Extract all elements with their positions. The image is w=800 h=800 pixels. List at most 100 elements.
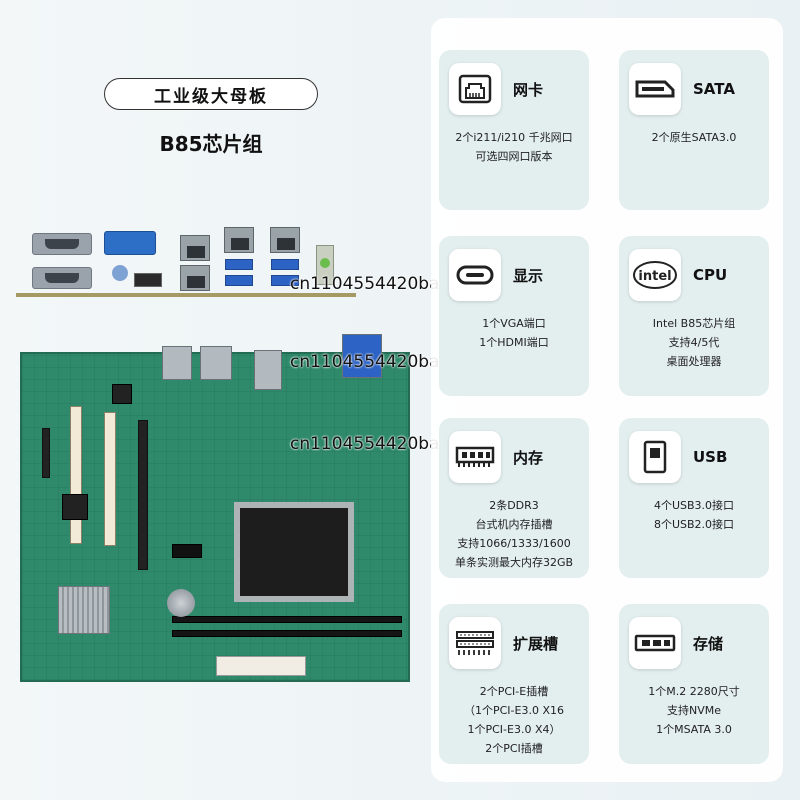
card-header: USB — [629, 430, 727, 484]
card-title: SATA — [693, 80, 735, 98]
motherboard — [20, 334, 410, 682]
atx-power-connector — [216, 656, 306, 676]
expansion-slot-icon — [449, 617, 501, 669]
card-line: 支持NVMe — [666, 704, 721, 717]
lan-port-2 — [180, 265, 210, 291]
card-line: （1个PCI-E3.0 X16 — [464, 704, 564, 717]
vga-port — [104, 231, 156, 255]
watermark-2: cn1104554420banae — [290, 352, 472, 372]
card-line: 2个i211/i210 千兆网口 — [455, 131, 573, 144]
lan-port-3 — [224, 227, 254, 253]
card-header: 网卡 — [449, 62, 543, 116]
card-title: CPU — [693, 266, 728, 284]
audio-jack — [316, 245, 334, 285]
card-line: 1个PCI-E3.0 X4） — [467, 723, 561, 736]
card-line: 1个VGA端口 — [482, 317, 546, 330]
dimm-slot-2 — [172, 630, 402, 637]
lan-port-4 — [270, 227, 300, 253]
rear-io-block-2 — [200, 346, 232, 380]
card-title: 扩展槽 — [513, 634, 559, 653]
hdmi-port — [134, 273, 162, 287]
card-title: 内存 — [513, 448, 544, 467]
pcie-x1-slot — [42, 428, 50, 478]
card-line: 2个PCI-E插槽 — [479, 685, 549, 698]
cpu-socket — [234, 502, 354, 602]
usb3-port-4 — [271, 275, 299, 286]
card-title: 存储 — [693, 634, 724, 653]
feature-card-display: 显示 1个VGA端口 1个HDMI端口 — [439, 236, 589, 396]
pci-slot-1 — [70, 406, 82, 544]
serial-port-bottom — [32, 267, 92, 289]
pcie-x16-slot — [138, 420, 148, 570]
feature-card-network: 网卡 2个i211/i210 千兆网口 可选四网口版本 — [439, 50, 589, 210]
card-header: SATA — [629, 62, 735, 116]
rear-io-block-3 — [254, 350, 282, 390]
card-header: intel CPU — [629, 248, 727, 302]
cmos-battery — [167, 589, 195, 617]
io-plate — [16, 293, 356, 297]
rear-io-block-4 — [342, 334, 382, 378]
card-description: 2个i211/i210 千兆网口 可选四网口版本 — [443, 128, 585, 166]
lan-port-1 — [180, 235, 210, 261]
card-line: 2条DDR3 — [489, 499, 539, 512]
feature-card-expansion: 扩展槽 2个PCI-E插槽 （1个PCI-E3.0 X16 1个PCI-E3.0… — [439, 604, 589, 764]
io-chip — [112, 384, 132, 404]
card-line: 8个USB2.0接口 — [653, 518, 735, 531]
card-line: 1个MSATA 3.0 — [656, 723, 732, 736]
card-line: 支持4/5代 — [668, 336, 720, 349]
watermark-3: cn1104554420banae — [290, 434, 472, 454]
feature-panel: 网卡 2个i211/i210 千兆网口 可选四网口版本 SATA 2个原生SAT… — [431, 18, 783, 782]
serial-port-top — [32, 233, 92, 255]
card-line: Intel B85芯片组 — [652, 317, 736, 330]
card-description: 2个PCI-E插槽 （1个PCI-E3.0 X16 1个PCI-E3.0 X4）… — [443, 682, 585, 758]
feature-card-memory: 内存 2条DDR3 台式机内存插槽 支持1066/1333/1600 单条实测最… — [439, 418, 589, 578]
pci-slot-2 — [104, 412, 116, 546]
card-header: 存储 — [629, 616, 723, 670]
usb3-port-3 — [271, 259, 299, 270]
card-header: 内存 — [449, 430, 543, 484]
intel-logo-text: intel — [638, 269, 671, 284]
card-line: 单条实测最大内存32GB — [454, 556, 574, 569]
dimm-slot-1 — [172, 616, 402, 623]
card-line: 2个原生SATA3.0 — [651, 131, 737, 144]
feature-card-sata: SATA 2个原生SATA3.0 — [619, 50, 769, 210]
card-line: 1个HDMI端口 — [479, 336, 549, 349]
card-description: Intel B85芯片组 支持4/5代 桌面处理器 — [623, 314, 765, 371]
chipset-label: B85芯片组 — [159, 132, 263, 156]
usb3-port-1 — [225, 259, 253, 270]
card-header: 扩展槽 — [449, 616, 558, 670]
card-line: 1个M.2 2280尺寸 — [648, 685, 740, 698]
card-line: 4个USB3.0接口 — [653, 499, 735, 512]
card-description: 2个原生SATA3.0 — [623, 128, 765, 147]
intel-logo-icon: intel — [629, 249, 681, 301]
card-description: 4个USB3.0接口 8个USB2.0接口 — [623, 496, 765, 534]
usb-drive-icon — [629, 431, 681, 483]
rear-io-block-1 — [162, 346, 192, 380]
card-header: 显示 — [449, 248, 543, 302]
card-title: 网卡 — [513, 80, 544, 99]
m2-slot — [172, 544, 202, 558]
memory-module-icon — [449, 431, 501, 483]
card-line: 可选四网口版本 — [475, 150, 553, 163]
card-line: 2个PCI插槽 — [485, 742, 543, 755]
card-line: 支持1066/1333/1600 — [457, 537, 571, 550]
display-port-icon — [449, 249, 501, 301]
feature-card-usb: USB 4个USB3.0接口 8个USB2.0接口 — [619, 418, 769, 578]
usb3-port-2 — [225, 275, 253, 286]
card-description: 1个VGA端口 1个HDMI端口 — [443, 314, 585, 352]
card-description: 2条DDR3 台式机内存插槽 支持1066/1333/1600 单条实测最大内存… — [443, 496, 585, 572]
m2-ssd-icon — [629, 617, 681, 669]
title-pill: 工业级大母板 — [104, 78, 318, 110]
card-description: 1个M.2 2280尺寸 支持NVMe 1个MSATA 3.0 — [623, 682, 765, 739]
heatsink — [58, 586, 110, 634]
card-line: 桌面处理器 — [666, 355, 722, 368]
ethernet-port-icon — [449, 63, 501, 115]
card-line: 台式机内存插槽 — [475, 518, 553, 531]
ps2-port — [112, 265, 128, 281]
chipset-chip — [62, 494, 88, 520]
card-title: USB — [693, 448, 728, 466]
io-panel — [16, 225, 356, 297]
sata-connector-icon — [629, 63, 681, 115]
feature-card-storage: 存储 1个M.2 2280尺寸 支持NVMe 1个MSATA 3.0 — [619, 604, 769, 764]
card-title: 显示 — [513, 266, 544, 285]
